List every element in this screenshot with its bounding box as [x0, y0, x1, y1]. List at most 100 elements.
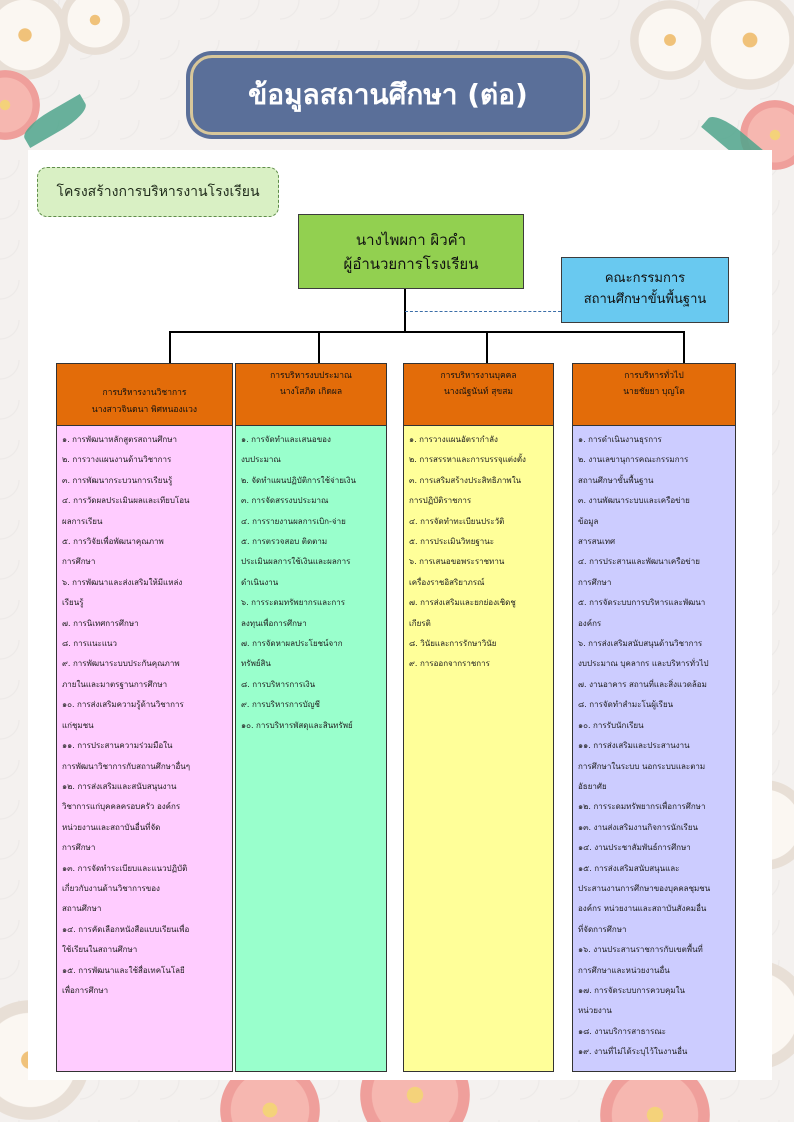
duty-line: ๖. การระดมทรัพยากรและการ: [241, 598, 346, 608]
duty-line: ประเมินผลการใช้เงินและผลการ: [241, 557, 351, 567]
duty-line: ๔. การจัดทำทะเบียนประวัติ: [409, 516, 505, 526]
duty-line: ๑๕. การส่งเสริมสนับสนุนและ: [578, 863, 680, 873]
duty-line: ๕. การจัดระบบการบริหารและพัฒนา: [578, 598, 706, 608]
duty-line: ๗. การจัดหาผลประโยชน์จาก: [241, 639, 343, 649]
department-duties: ๑. การวางแผนอัตรากำลัง๒. การสรรหาและการบ…: [403, 426, 554, 1072]
department-title: การบริหารทั่วไป: [624, 371, 684, 381]
duty-line: ๑๒. การระดมทรัพยากรเพื่อการศึกษา: [578, 802, 706, 812]
duty-line: องค์กร: [578, 618, 602, 628]
duty-line: ๑. การจัดทำและเสนอของ: [241, 435, 331, 444]
department-personnel: การบริหารงานบุคคล นางณัฐนันท์ สุขสม ๑. ก…: [403, 363, 554, 1072]
duty-line: ๓. การพัฒนากระบวนการเรียนรู้: [62, 475, 173, 485]
duty-line: ๒. จัดทำแผนปฏิบัติการใช้จ่ายเงิน: [241, 475, 356, 485]
section-label: โครงสร้างการบริหารงานโรงเรียน: [37, 167, 279, 217]
duty-line: ๑๘. งานบริการสาธารณะ: [578, 1026, 666, 1036]
department-general: การบริหารทั่วไป นายชัยยา บุญโต ๑. การดำเ…: [572, 363, 736, 1072]
department-academic: การบริหารงานวิชาการ นางสาวจินดนา พิศหนอง…: [56, 363, 233, 1072]
duty-line: ๓. การเสริมสร้างประสิทธิภาพใน: [409, 475, 522, 485]
department-header: การบริหารงบประมาณ นางโสภิต เกิดผล: [235, 363, 387, 426]
duty-line: การศึกษา: [62, 843, 96, 853]
duty-line: ๑. การดำเนินงานธุรการ: [578, 435, 662, 444]
duty-line: ๖. การส่งเสริมสนับสนุนด้านวิชาการ: [578, 639, 703, 649]
connector-drop: [486, 331, 488, 363]
duty-line: ๑๑. การประสานความร่วมมือใน: [62, 741, 173, 751]
duty-line: การปฏิบัติราชการ: [409, 496, 472, 506]
duty-line: หน่วยงานและสถาบันอื่นที่จัด: [62, 822, 161, 832]
duty-line: สารสนเทศ: [578, 537, 616, 547]
duty-line: ดำเนินงาน: [241, 577, 279, 587]
duty-line: ๑๕. การพัฒนาและใช้สื่อเทคโนโลยี: [62, 965, 185, 975]
duty-line: ๑๐. การบริหารพัสดุและสินทรัพย์: [241, 720, 353, 730]
connector-drop: [169, 331, 171, 363]
duty-line: เพื่อการศึกษา: [62, 985, 109, 995]
duty-line: ๒. การสรรหาและการบรรจุแต่งตั้ง: [409, 455, 526, 465]
duty-line: ๘. การแนะแนว: [62, 639, 117, 649]
connector-drop: [683, 331, 685, 363]
department-header: การบริหารงานวิชาการ นางสาวจินดนา พิศหนอง…: [56, 363, 233, 426]
department-title: การบริหารงานบุคคล: [440, 371, 517, 381]
duty-line: การศึกษา: [62, 557, 96, 567]
duty-line: ภายในและมาตรฐานการศึกษา: [62, 679, 168, 689]
duty-line: ๑๙. งานที่ไม่ได้ระบุไว้ในงานอื่น: [578, 1047, 688, 1057]
duty-line: ๕. การวิจัยเพื่อพัฒนาคุณภาพ: [62, 537, 164, 547]
duty-line: องค์กร หน่วยงานและสถาบันสังคมอื่น: [578, 904, 707, 914]
department-budget: การบริหารงบประมาณ นางโสภิต เกิดผล ๑. การ…: [235, 363, 387, 1072]
department-leader: นางสาวจินดนา พิศหนองแวง: [91, 404, 198, 415]
duty-line: ๖. การเสนอขอพระราชทาน: [409, 557, 505, 567]
school-board-box: คณะกรรมการ สถานศึกษาขั้นพื้นฐาน: [561, 257, 729, 323]
department-title: การบริหารงานวิชาการ: [102, 388, 187, 399]
duty-line: อัธยาศัย: [578, 781, 607, 791]
duty-line: งบประมาณ: [241, 455, 281, 465]
duty-line: ๔. การประสานและพัฒนาเครือข่าย: [578, 557, 700, 567]
board-dashed-connector: [405, 311, 561, 312]
duty-line: ใช้เรียนในสถานศึกษา: [62, 945, 138, 955]
flower-decoration: [630, 0, 710, 80]
department-duties: ๑. การดำเนินงานธุรการ๒. งานเลขานุการคณะก…: [572, 426, 736, 1072]
director-name: นางไพผกา ผิวคำ: [355, 230, 467, 249]
duty-line: การศึกษาและหน่วยงานอื่น: [578, 965, 670, 975]
department-leader: นางณัฐนันท์ สุขสม: [443, 387, 514, 398]
duty-line: งบประมาณ บุคลากร และบริหารทั่วไป: [578, 659, 709, 669]
duty-line: ๘. วินัยและการรักษาวินัย: [409, 639, 497, 649]
duty-line: ๔. การรายงานผลการเบิก-จ่าย: [241, 516, 346, 526]
duty-line: ๗. การนิเทศการศึกษา: [62, 618, 139, 628]
department-header: การบริหารทั่วไป นายชัยยา บุญโต: [572, 363, 736, 426]
page-title-banner: ข้อมูลสถานศึกษา (ต่อ): [190, 55, 586, 135]
duty-line: ๑๑. การส่งเสริมและประสานงาน: [578, 741, 690, 751]
department-leader: นายชัยยา บุญโต: [623, 387, 685, 398]
duty-line: ๙. การพัฒนาระบบประกันคุณภาพ: [62, 659, 180, 669]
duty-line: ทรัพย์สิน: [241, 659, 271, 669]
duty-line: ๑๔. งานประชาสัมพันธ์การศึกษา: [578, 843, 691, 853]
duty-line: ๙. การบริหารการบัญชี: [241, 700, 320, 710]
duty-line: แก่ชุมชน: [62, 720, 94, 730]
department-header: การบริหารงานบุคคล นางณัฐนันท์ สุขสม: [403, 363, 554, 426]
duty-line: การศึกษา: [578, 577, 612, 587]
duty-line: ๓. งานพัฒนาระบบและเครือข่าย: [578, 496, 690, 506]
duty-line: ๑. การวางแผนอัตรากำลัง: [409, 435, 498, 444]
duty-line: ๗. การส่งเสริมและยกย่องเชิดชู: [409, 598, 516, 608]
duty-line: ๑๐. การส่งเสริมความรู้ด้านวิชาการ: [62, 700, 184, 710]
duty-line: ๑๓. งานส่งเสริมงานกิจการนักเรียน: [578, 822, 699, 832]
duty-line: ๗. งานอาคาร สถานที่และสิ่งแวดล้อม: [578, 679, 707, 689]
flower-decoration: [60, 0, 130, 55]
duty-line: ๑๒. การส่งเสริมและสนับสนุนงาน: [62, 781, 177, 791]
duty-line: ๑๐. การรับนักเรียน: [578, 720, 644, 730]
duty-line: วิชาการแก่บุคคลครอบครัว องค์กร: [62, 802, 181, 812]
duty-line: หน่วยงาน: [578, 1006, 612, 1016]
duty-line: ๒. การวางแผนงานด้านวิชาการ: [62, 455, 172, 465]
director-box: นางไพผกา ผิวคำ ผู้อำนวยการโรงเรียน: [298, 214, 524, 289]
duty-line: เครื่องราชอิสริยาภรณ์: [409, 577, 485, 587]
duty-line: ๑๖. งานประสานราชการกับเขตพื้นที่: [578, 945, 703, 955]
duty-line: ๘. การจัดทำสำมะโนผู้เรียน: [578, 700, 674, 710]
duty-line: ๒. งานเลขานุการคณะกรรมการ: [578, 455, 689, 465]
section-label-text: โครงสร้างการบริหารงานโรงเรียน: [56, 184, 260, 200]
duty-line: ๑๓. การจัดทำระเบียบและแนวปฏิบัติ: [62, 863, 188, 873]
duty-line: สถานศึกษา: [62, 904, 102, 914]
duty-line: ๘. การบริหารการเงิน: [241, 679, 316, 689]
duty-line: ๑๗. การจัดระบบการควบคุมใน: [578, 985, 685, 995]
duty-line: การศึกษาในระบบ นอกระบบและตาม: [578, 761, 706, 771]
board-line1: คณะกรรมการ: [604, 271, 686, 287]
duty-line: เกียรติ: [409, 618, 431, 628]
duty-line: เรียนรู้: [62, 598, 84, 608]
duty-line: การพัฒนาวิชาการกับสถานศึกษาอื่นๆ: [62, 761, 191, 771]
